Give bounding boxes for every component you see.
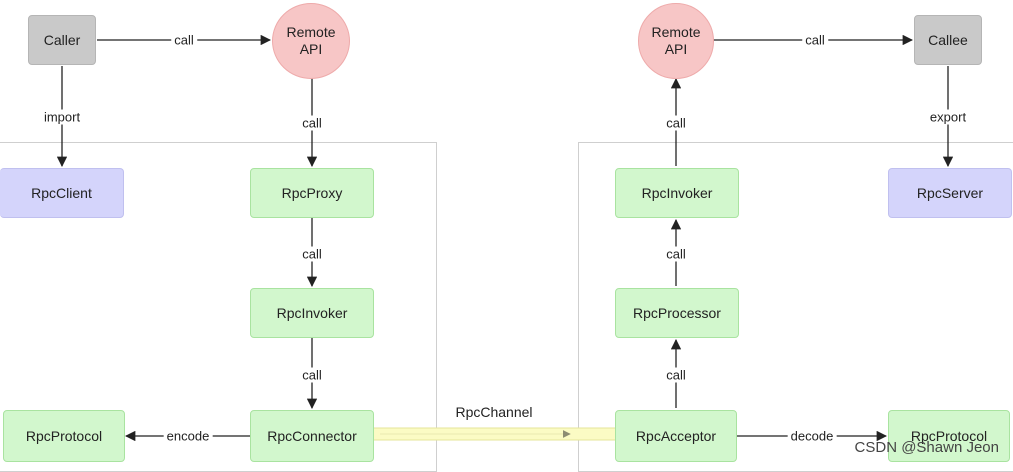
callee-node: Callee: [914, 15, 982, 65]
rpc-channel-label: RpcChannel: [455, 404, 533, 420]
rpc-protocol-left-node: RpcProtocol: [3, 410, 125, 462]
caller-label: Caller: [43, 32, 81, 48]
rpc-invoker-left-node: RpcInvoker: [250, 288, 374, 338]
remote-api-left-node: Remote API: [272, 3, 350, 79]
rpc-client-label: RpcClient: [31, 185, 92, 201]
rpc-processor-node: RpcProcessor: [615, 288, 739, 338]
rpc-server-node: RpcServer: [888, 168, 1012, 218]
edge-label-invoker-connector: call: [299, 367, 325, 383]
rpc-client-node: RpcClient: [0, 168, 124, 218]
remote-api-left-line1: Remote: [286, 24, 336, 40]
edge-label-remote-proxy: call: [299, 115, 325, 131]
caller-node: Caller: [28, 15, 96, 65]
rpc-connector-label: RpcConnector: [267, 428, 357, 444]
edge-label-proxy-invoker: call: [299, 246, 325, 262]
remote-api-left-line2: API: [299, 41, 323, 57]
rpc-acceptor-node: RpcAcceptor: [615, 410, 737, 462]
edge-label-remote-callee: call: [802, 32, 828, 48]
rpc-invoker-right-label: RpcInvoker: [641, 185, 713, 201]
edge-label-connector-protocol: encode: [163, 428, 213, 444]
rpc-proxy-node: RpcProxy: [250, 168, 374, 218]
rpc-acceptor-label: RpcAcceptor: [635, 428, 717, 444]
rpc-server-label: RpcServer: [916, 185, 984, 201]
rpc-invoker-left-label: RpcInvoker: [276, 305, 348, 321]
remote-api-right-line1: Remote: [651, 24, 701, 40]
edge-label-acceptor-processor: call: [663, 367, 689, 383]
rpc-protocol-left-label: RpcProtocol: [25, 428, 103, 444]
rpc-invoker-right-node: RpcInvoker: [615, 168, 739, 218]
edge-label-caller-import: import: [40, 109, 84, 125]
edge-label-callee-export: export: [926, 109, 970, 125]
rpc-connector-node: RpcConnector: [250, 410, 374, 462]
edge-label-acceptor-protocol: decode: [787, 428, 837, 444]
callee-label: Callee: [928, 32, 968, 48]
rpc-proxy-label: RpcProxy: [281, 185, 343, 201]
remote-api-right-node: Remote API: [638, 3, 714, 79]
rpc-protocol-right-label: RpcProtocol: [910, 428, 988, 444]
watermark: CSDN @Shawn Jeon: [854, 439, 999, 456]
rpc-processor-label: RpcProcessor: [633, 305, 721, 321]
edge-label-processor-invoker: call: [663, 246, 689, 262]
edge-label-invoker-remote: call: [663, 115, 689, 131]
remote-api-right-line2: API: [664, 41, 688, 57]
rpc-protocol-right-node: RpcProtocol: [888, 410, 1010, 462]
edge-label-caller-remote: call: [171, 32, 197, 48]
